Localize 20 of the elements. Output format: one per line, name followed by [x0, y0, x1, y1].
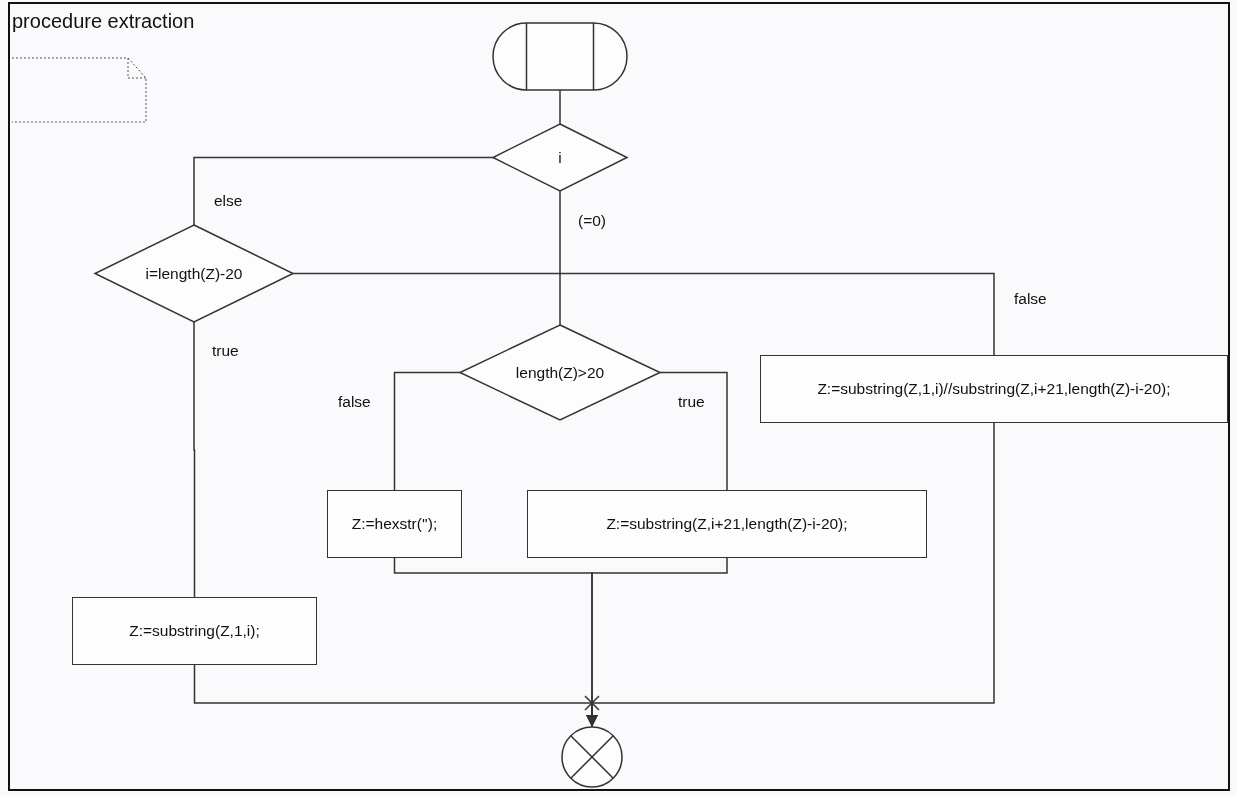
- node-text: i=length(Z)-20: [144, 264, 244, 283]
- connector-line: [193, 321, 196, 598]
- connector-line: [659, 371, 728, 491]
- node-text: Z:=substring(Z,i+21,length(Z)-i-20);: [605, 515, 849, 533]
- node-text: Z:=hexstr('');: [350, 515, 439, 533]
- connector-line: [559, 89, 561, 125]
- diagram-title: procedure extraction: [12, 10, 195, 33]
- process-box: [527, 490, 927, 558]
- connector-line: [193, 156, 494, 226]
- process-box: [760, 355, 1228, 423]
- edge-label: (=0): [576, 212, 608, 230]
- connector-line: [393, 371, 461, 491]
- process-box: [327, 490, 462, 558]
- process-box: [72, 597, 317, 665]
- node-text: Z:=substring(Z,1,i);: [128, 622, 261, 640]
- connector-line: [292, 272, 995, 356]
- node-text: i: [557, 148, 563, 167]
- node-text: length(Z)>20: [514, 363, 606, 382]
- node-text: Z:=substring(Z,1,i)//substring(Z,i+21,length(Z)-i-20);: [816, 380, 1172, 398]
- connector-line: [559, 190, 561, 326]
